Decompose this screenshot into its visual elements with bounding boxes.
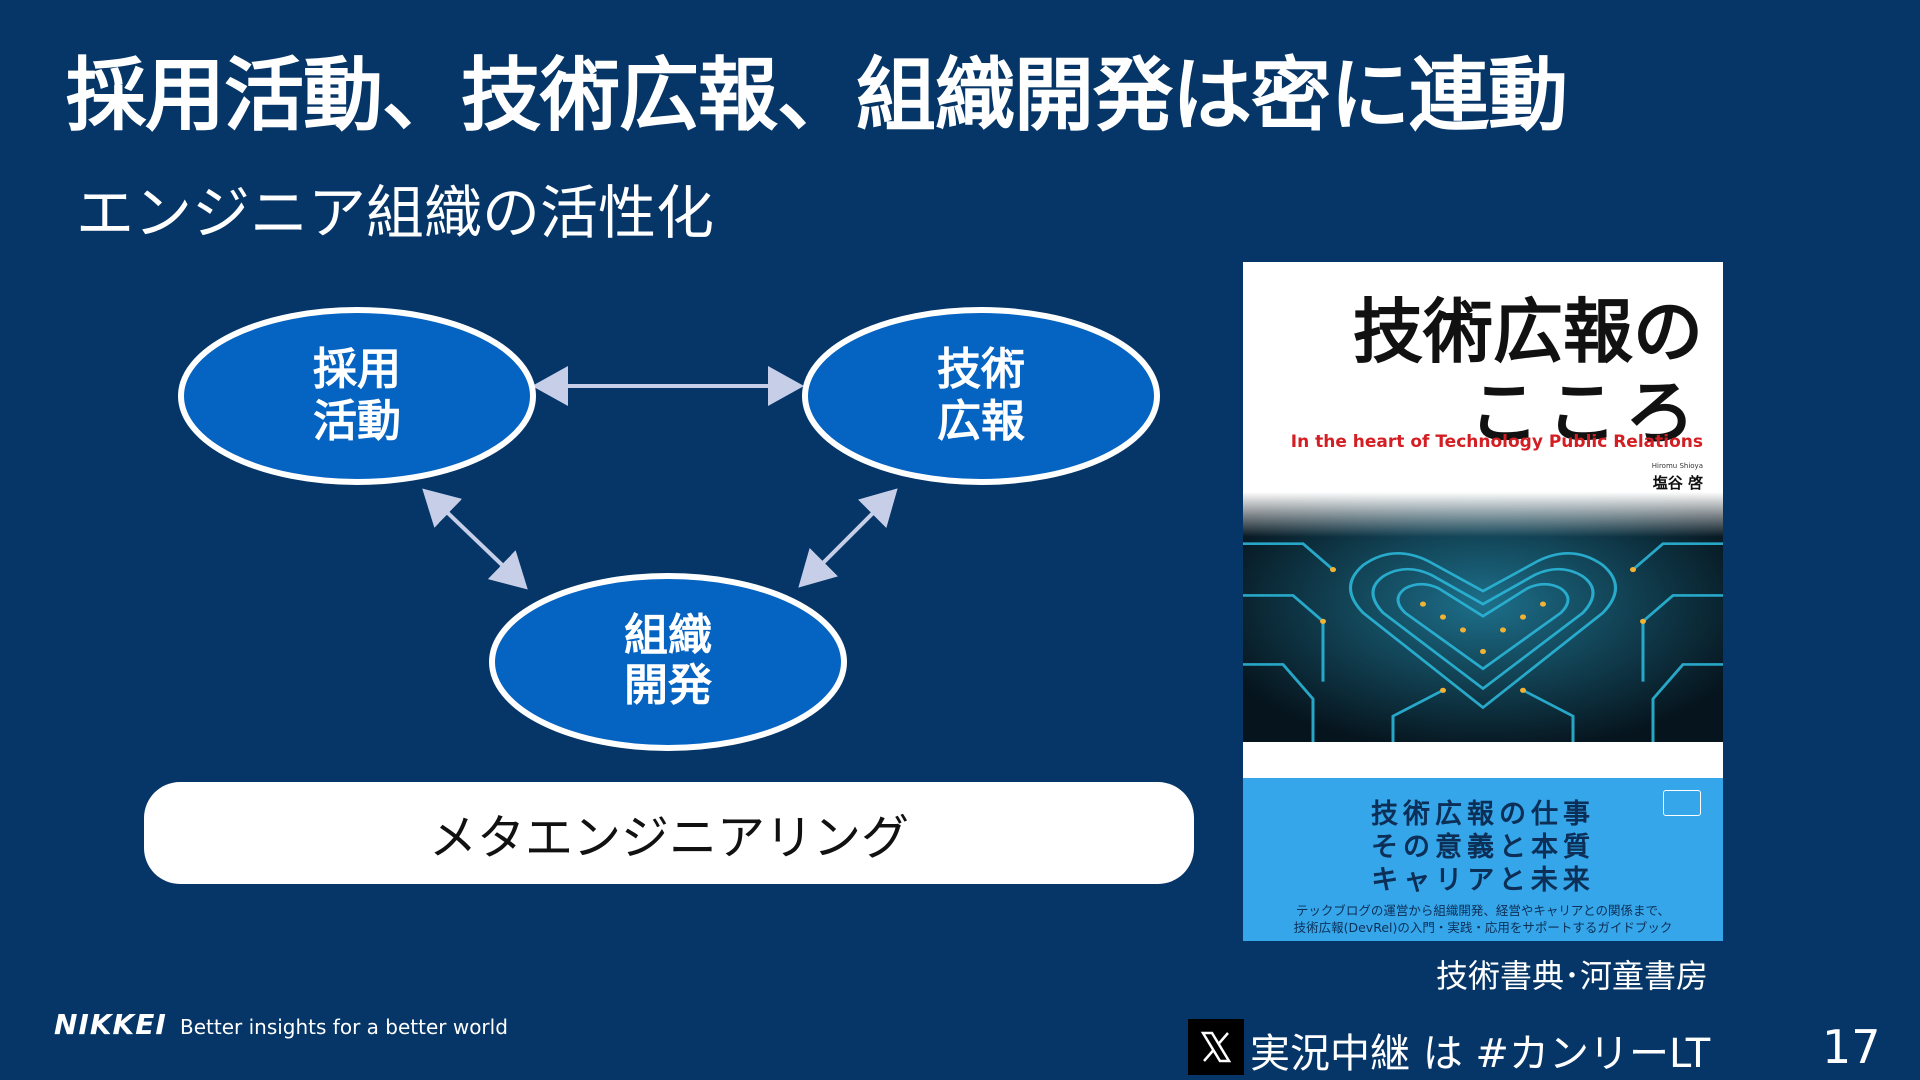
arrow-recruiting-orgdev [422,488,528,590]
book-author: 塩谷 啓 [1652,474,1703,492]
x-logo-icon [1188,1019,1244,1075]
book-caption: 技術書典･河童書房 [1436,957,1709,995]
book-author-romaji: Hiromu Shioya [1651,462,1703,470]
node-recruiting: 採用 活動 [178,307,536,485]
nikkei-logo: NIKKEI [54,1008,167,1041]
book-english-title: In the heart of Technology Public Relati… [1290,432,1703,452]
slide-title: 採用活動、技術広報、組織開発は密に連動 [66,49,1568,142]
node-org-dev: 組織 開発 [489,573,847,751]
band-small-line-2: 技術広報(DevRel)の入門・実践・応用をサポートするガイドブック [1293,920,1673,935]
live-hashtag-text: 実況中継 は #カンリーLT [1250,1031,1711,1077]
node-tech-pr-line2: 広報 [937,396,1025,447]
band-small-line-1: テックブログの運営から組織開発、経営やキャリアとの関係まで、 [1295,903,1671,918]
meta-engineering-label: メタエンジニアリング [428,810,909,866]
publisher-mark-icon [1663,790,1701,816]
circuit-heart-illustration [1243,492,1723,742]
nikkei-tagline: Better insights for a better world [180,1015,508,1039]
book-title-line2: こころ [1469,372,1703,454]
node-recruiting-line1: 採用 [313,344,401,395]
node-recruiting-line2: 活動 [313,396,401,447]
band-line-1: 技術広報の仕事 [1371,799,1595,830]
arrow-pr-orgdev [798,488,898,588]
slide-subtitle: エンジニア組織の活性化 [76,179,715,247]
node-tech-pr: 技術 広報 [802,307,1160,485]
page-number: 17 [1822,1020,1881,1074]
node-org-dev-line1: 組織 [624,610,712,661]
book-blue-band: 技術広報の仕事 その意義と本質 キャリアと未来 テックブログの運営から組織開発、… [1243,778,1723,941]
book-cover: 技術広報の こころ In the heart of Technology Pub… [1243,262,1723,941]
band-line-2: その意義と本質 [1371,832,1595,863]
band-line-3: キャリアと未来 [1371,865,1595,896]
node-org-dev-line2: 開発 [624,660,713,711]
book-title-line1: 技術広報の [1353,291,1703,373]
node-tech-pr-line1: 技術 [937,344,1025,395]
relationship-diagram: 採用 活動 技術 広報 組織 開発 [178,307,1160,751]
meta-engineering-box: メタエンジニアリング [144,782,1194,884]
